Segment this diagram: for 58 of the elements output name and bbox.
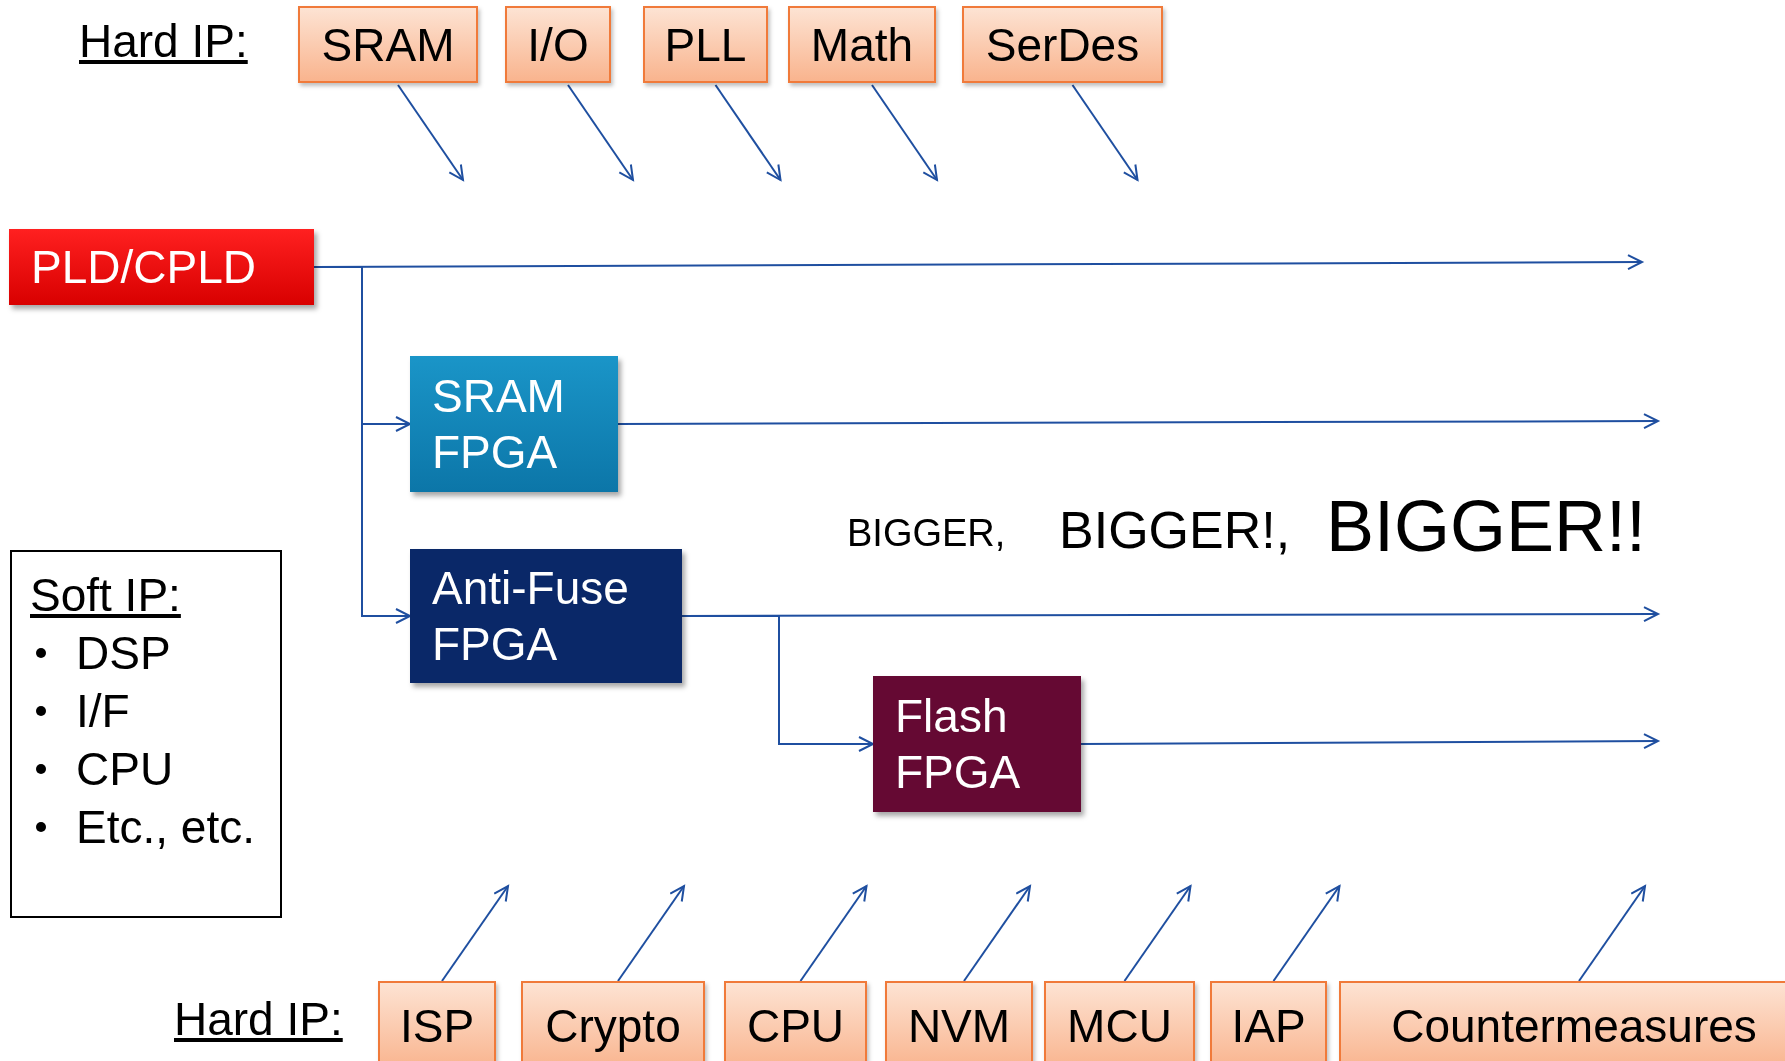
- label-text: Hard IP:: [174, 992, 343, 1046]
- process-box: [410, 356, 618, 492]
- box-label: Math: [810, 17, 914, 72]
- arrow: [1578, 885, 1646, 982]
- list-item: DSP: [76, 626, 171, 680]
- arrow: [397, 84, 464, 181]
- process-box: [1210, 981, 1327, 1061]
- list-item: CPU: [76, 742, 174, 796]
- label-text: BIGGER!!: [1326, 485, 1647, 567]
- box-label: IAP: [1231, 999, 1306, 1053]
- panel-heading: Soft IP:: [30, 568, 181, 623]
- arrow: [441, 885, 509, 982]
- box-label: SerDes: [985, 17, 1140, 72]
- process-box: [643, 6, 768, 83]
- arrow: [714, 84, 782, 181]
- arrow: [963, 885, 1031, 982]
- box-label: NVM: [907, 999, 1011, 1053]
- box-label: Countermeasures: [1391, 999, 1757, 1053]
- process-box: [410, 549, 682, 683]
- box-label: Anti-Fuse FPGA: [432, 561, 630, 672]
- arrow: [617, 413, 1659, 430]
- box-label: I/O: [527, 17, 589, 72]
- label-text: BIGGER!,: [1059, 500, 1291, 560]
- box-label: ISP: [399, 999, 475, 1053]
- process-box: [873, 676, 1081, 812]
- process-box: [378, 981, 496, 1061]
- process-box: [9, 229, 314, 305]
- list-item: I/F: [76, 684, 130, 738]
- process-box: [1339, 981, 1785, 1061]
- process-box: [788, 6, 936, 83]
- process-box: [298, 6, 478, 83]
- arrow: [681, 615, 874, 752]
- box-label: PLL: [664, 17, 747, 72]
- process-box: [1044, 981, 1195, 1061]
- process-box: [521, 981, 705, 1061]
- arrow: [799, 885, 868, 982]
- arrow: [1272, 885, 1341, 982]
- arrow: [1080, 733, 1659, 750]
- arrow: [1071, 84, 1139, 181]
- process-box: [885, 981, 1033, 1061]
- arrow: [871, 84, 938, 181]
- arrow: [1123, 885, 1192, 982]
- arrow: [617, 885, 685, 982]
- label-text: Hard IP:: [79, 14, 248, 68]
- box-label: SRAM FPGA: [432, 369, 566, 480]
- process-box: [724, 981, 867, 1061]
- box-label: Flash FPGA: [895, 689, 1022, 800]
- list-item: Etc., etc.: [76, 800, 255, 854]
- box-label: Crypto: [545, 999, 681, 1053]
- process-box: [505, 6, 611, 83]
- box-label: CPU: [746, 999, 845, 1053]
- box-label: SRAM: [321, 17, 455, 72]
- label-text: BIGGER,: [847, 512, 1006, 555]
- arrow: [567, 84, 634, 181]
- box-label: MCU: [1067, 999, 1172, 1053]
- process-box: [962, 6, 1163, 83]
- text-panel: [10, 550, 282, 918]
- box-label: PLD/CPLD: [31, 240, 256, 295]
